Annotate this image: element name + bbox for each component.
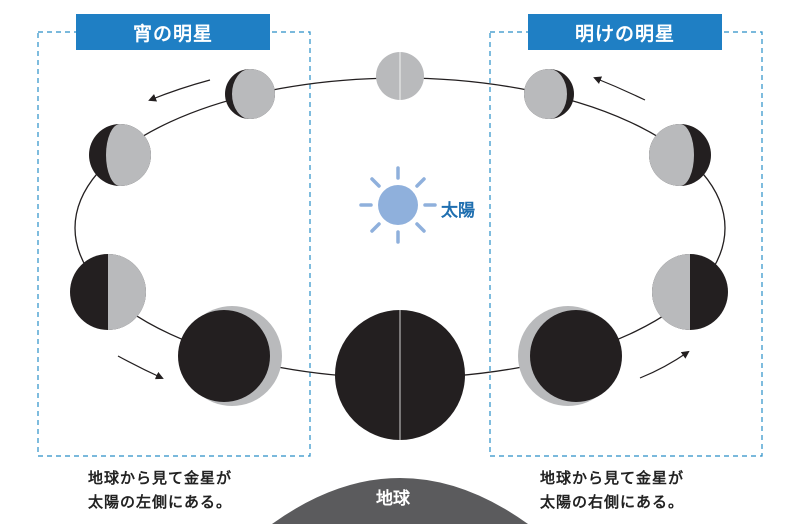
evening-star-title: 宵の明星 <box>76 14 270 50</box>
right-caption-line1: 地球から見て金星が <box>540 469 685 487</box>
orbit-arrow-top-right <box>593 76 646 101</box>
morning-star-title: 明けの明星 <box>528 14 722 50</box>
venus-left-gibbous <box>225 69 275 119</box>
earth-shape <box>272 478 528 524</box>
orbit-arrow-bottom-right <box>639 350 690 379</box>
venus-left-half <box>70 254 146 330</box>
sun-icon <box>359 166 437 244</box>
left-caption-line2: 太陽の左側にある。 <box>88 493 233 511</box>
venus-left-gibbous-2 <box>89 124 151 186</box>
left-caption-line1: 地球から見て金星が <box>88 469 233 487</box>
earth-label: 地球 <box>376 489 410 509</box>
right-caption: 地球から見て金星が 太陽の右側にある。 <box>540 466 684 514</box>
venus-right-gibbous-2 <box>649 124 711 186</box>
venus-right-half <box>652 254 728 330</box>
venus-right-gibbous <box>524 69 574 119</box>
left-caption: 地球から見て金星が 太陽の左側にある。 <box>88 466 232 514</box>
orbit-arrow-bottom-left <box>117 355 164 380</box>
venus-right-crescent <box>518 306 622 406</box>
venus-left-crescent <box>178 306 282 406</box>
right-caption-line2: 太陽の右側にある。 <box>540 493 685 511</box>
sun-label: 太陽 <box>441 201 475 221</box>
venus-full <box>376 52 424 100</box>
venus-new <box>335 310 465 440</box>
orbit-arrow-top-left <box>148 79 211 102</box>
